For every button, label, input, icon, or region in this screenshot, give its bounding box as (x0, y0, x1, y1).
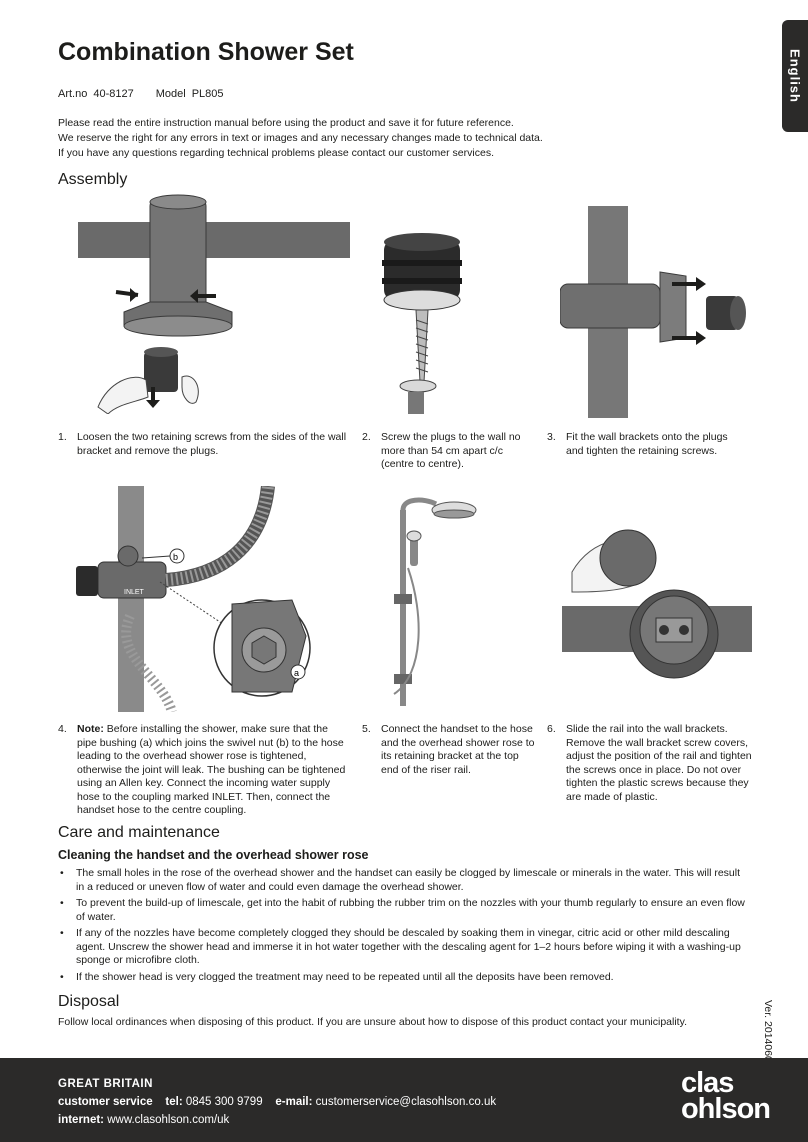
label-b: b (173, 552, 178, 562)
email-label: e-mail: (275, 1096, 313, 1108)
language-tab: English (782, 20, 808, 132)
tel-value: 0845 300 9799 (185, 1096, 263, 1108)
list-item: If the shower head is very clogged the t… (58, 971, 748, 985)
step-text: Fit the wall brackets onto the plugs and… (566, 431, 728, 457)
step-text: Before installing the shower, make sure … (77, 723, 346, 816)
footer-internet-line: internet: www.clasohlson.com/uk (58, 1114, 229, 1126)
step-number: 4. (58, 723, 67, 735)
footer-region: GREAT BRITAIN (58, 1078, 153, 1090)
step-number: 5. (362, 723, 371, 735)
internet-label: internet: (58, 1114, 104, 1126)
care-list: The small holes in the rose of the overh… (58, 867, 748, 987)
intro-line: Please read the entire instruction manua… (58, 117, 514, 129)
step-number: 2. (362, 431, 371, 443)
email-link[interactable]: customerservice@clasohlson.co.uk (315, 1096, 497, 1108)
care-heading: Care and maintenance (58, 824, 220, 841)
assembly-heading: Assembly (58, 171, 128, 188)
figure-3-illustration (560, 206, 746, 418)
step-text: Loosen the two retaining screws from the… (77, 431, 347, 457)
step-number: 1. (58, 431, 67, 443)
page-title: Combination Shower Set (58, 38, 354, 66)
inlet-label: INLET (124, 589, 145, 596)
assembly-step-1: 1. Loosen the two retaining screws from … (58, 431, 350, 458)
language-label: English (787, 49, 803, 103)
list-item: To prevent the build-up of limescale, ge… (58, 897, 748, 924)
step-text: Slide the rail into the wall brackets. R… (566, 723, 752, 803)
step-note-label: Note: (77, 723, 104, 735)
step-number: 3. (547, 431, 556, 443)
assembly-step-6: 6. Slide the rail into the wall brackets… (547, 723, 753, 804)
artno-value: 40-8127 (93, 88, 134, 100)
assembly-step-5: 5. Connect the handset to the hose and t… (362, 723, 538, 777)
figure-1-illustration (78, 194, 350, 414)
artno-label: Art.no (58, 88, 88, 100)
article-info: Art.no 40-8127 Model PL805 (58, 88, 230, 100)
assembly-step-2: 2. Screw the plugs to the wall no more t… (362, 431, 538, 472)
disposal-heading: Disposal (58, 993, 120, 1010)
customer-service-label: customer service (58, 1096, 153, 1108)
footer-contact-line: customer service tel: 0845 300 9799 e-ma… (58, 1096, 496, 1108)
intro-text: Please read the entire instruction manua… (58, 116, 758, 161)
label-a: a (294, 668, 299, 678)
step-text: Connect the handset to the hose and the … (381, 723, 535, 776)
logo-line-1: clas (680, 1067, 734, 1099)
figure-6-illustration (562, 529, 752, 679)
tel-label: tel: (165, 1096, 183, 1108)
model-label: Model (155, 88, 186, 100)
assembly-step-3: 3. Fit the wall brackets onto the plugs … (547, 431, 747, 458)
step-number: 6. (547, 723, 556, 735)
disposal-text: Follow local ordinances when disposing o… (58, 1016, 687, 1028)
assembly-step-4: 4. Note: Before installing the shower, m… (58, 723, 350, 818)
intro-line: If you have any questions regarding tech… (58, 147, 494, 159)
footer: GREAT BRITAIN customer service tel: 0845… (0, 1058, 808, 1142)
figure-2-illustration (382, 233, 462, 414)
logo-line-2: ohlson (680, 1093, 771, 1125)
website-link[interactable]: www.clasohlson.com/uk (107, 1114, 230, 1126)
list-item: If any of the nozzles have become comple… (58, 927, 748, 968)
figure-5-illustration (393, 497, 477, 706)
list-item: The small holes in the rose of the overh… (58, 867, 748, 894)
figure-4-illustration: INLET b a (76, 486, 311, 712)
model-value: PL805 (191, 88, 224, 100)
brand-logo: clas ohlson (680, 1067, 771, 1125)
intro-line: We reserve the right for any errors in t… (58, 132, 543, 144)
care-subheading: Cleaning the handset and the overhead sh… (58, 848, 369, 862)
step-text: Screw the plugs to the wall no more than… (381, 431, 521, 470)
